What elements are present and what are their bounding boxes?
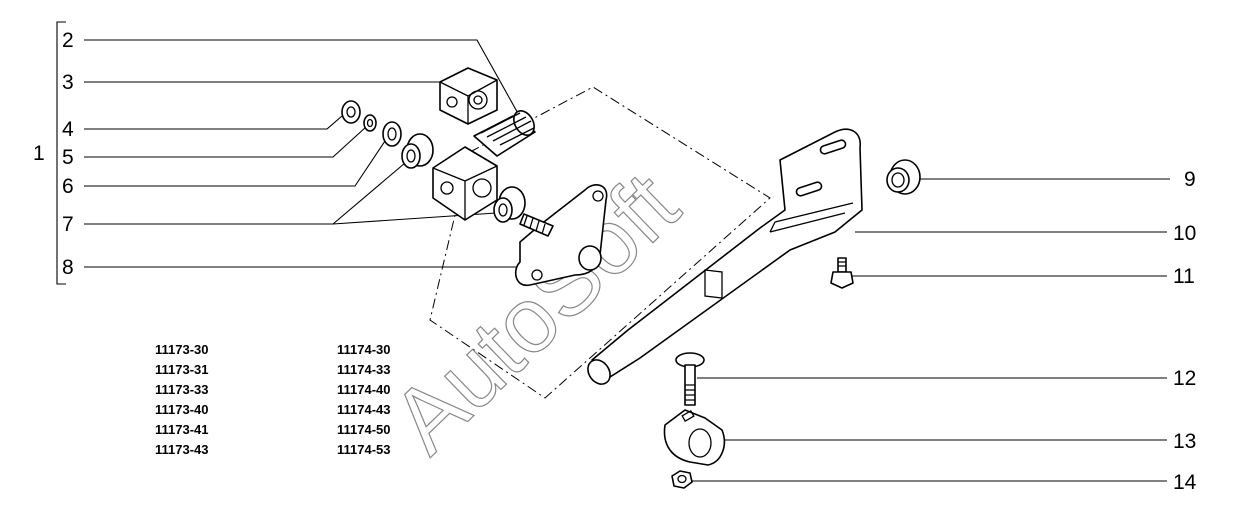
carriage-bolt-part	[675, 352, 705, 406]
splined-shaft-part	[432, 110, 536, 221]
lever-arm-part	[587, 128, 863, 385]
flanged-bushing-lower-part	[493, 186, 526, 223]
washer-part	[363, 114, 377, 132]
callouts-left: 2 3 4 5 6 7 8	[62, 29, 74, 279]
washer-ring-part	[382, 121, 402, 147]
callout-9: 9	[1184, 168, 1196, 191]
leader-5	[84, 126, 367, 158]
model-code: 11174-43	[337, 402, 391, 417]
model-code: 11174-30	[337, 342, 391, 357]
assembly-reference-outline	[429, 86, 771, 399]
callout-13: 13	[1173, 430, 1196, 453]
model-codes-column-2: 11174-30 11174-33 11174-40 11174-43 1117…	[337, 342, 391, 457]
model-code: 11174-33	[337, 362, 391, 377]
callout-14: 14	[1173, 471, 1197, 494]
small-bushing-part	[341, 100, 361, 124]
model-code: 11173-30	[155, 342, 209, 357]
grommet-part	[886, 159, 921, 195]
callout-11: 11	[1173, 265, 1195, 288]
model-code: 11174-53	[337, 442, 391, 457]
callout-7: 7	[62, 213, 74, 236]
model-code: 11174-50	[337, 422, 391, 437]
callout-6: 6	[62, 175, 74, 198]
model-code: 11173-40	[155, 402, 209, 417]
model-code: 11174-40	[337, 382, 391, 397]
flange-bolt-part	[830, 257, 854, 289]
callout-10: 10	[1173, 222, 1196, 245]
model-code: 11173-33	[155, 382, 209, 397]
model-codes-column-1: 11173-30 11173-31 11173-33 11173-40 1117…	[155, 342, 209, 457]
flange-nut-part	[671, 470, 693, 489]
callout-3: 3	[62, 71, 74, 94]
clamp-part	[663, 409, 726, 466]
leader-7	[84, 162, 406, 225]
leader-4	[84, 115, 343, 130]
leader-6	[84, 140, 386, 187]
callouts-right: 9 10 11 12 13 14	[1173, 168, 1197, 494]
model-code: 11173-43	[155, 442, 209, 457]
square-bushing-part	[439, 67, 498, 125]
leader-2	[84, 39, 521, 118]
bracket-plate-part	[514, 184, 608, 287]
callout-12: 12	[1173, 367, 1196, 390]
group-bracket	[56, 21, 66, 285]
callout-5: 5	[62, 146, 74, 169]
callout-2: 2	[62, 29, 74, 52]
callout-8: 8	[62, 256, 74, 279]
flanged-bushing-upper-part	[401, 133, 434, 169]
group-label: 1	[33, 142, 45, 165]
model-code: 11173-31	[155, 362, 209, 377]
model-code: 11173-41	[155, 422, 209, 437]
callout-4: 4	[62, 118, 74, 141]
